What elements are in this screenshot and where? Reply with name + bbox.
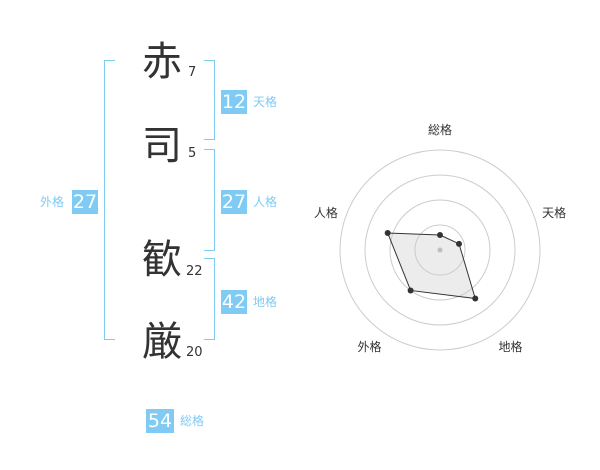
chikaku-value: 42 (221, 290, 247, 314)
tenkaku-bracket (204, 60, 215, 140)
soukaku-value: 54 (146, 409, 174, 433)
radar-point-1 (437, 232, 443, 238)
name-char-2: 司 (142, 123, 182, 169)
radar-ring-2 (389, 199, 491, 301)
radar-point-4 (407, 287, 414, 294)
radar-axis-label-4: 外格 (357, 339, 381, 354)
tenkaku-label: 天格 (253, 95, 278, 109)
radar-polygon (386, 232, 476, 300)
radar-point-5 (384, 230, 391, 237)
jinkaku-bracket (204, 149, 215, 251)
stroke-count-1: 7 (188, 65, 197, 80)
jinkaku-label: 人格 (253, 195, 278, 209)
radar-axis-label-1: 総格 (428, 122, 452, 137)
name-char-3: 歓 (142, 237, 182, 283)
jinkaku-value: 27 (221, 190, 247, 214)
stroke-count-2: 5 (188, 146, 197, 161)
radar-point-2 (456, 240, 463, 247)
gaikaku-label: 外格 (40, 195, 65, 209)
tenkaku-value: 12 (221, 90, 247, 114)
radar-ring-1 (414, 224, 466, 276)
stroke-count-3: 22 (186, 264, 203, 279)
radar-ring-3 (364, 174, 516, 326)
gaikaku-bracket (104, 60, 115, 340)
radar-axis-label-3: 地格 (499, 339, 523, 354)
radar-center (437, 247, 443, 253)
name-char-1: 赤 (142, 39, 182, 85)
stroke-count-4: 20 (186, 345, 203, 360)
radar-ring-4 (339, 149, 541, 351)
soukaku-label: 総格 (180, 414, 205, 428)
radar-point-3 (472, 295, 479, 302)
radar-axis-label-5: 人格 (314, 205, 338, 220)
gaikaku-value: 27 (72, 190, 98, 214)
radar-axis-label-2: 天格 (542, 205, 566, 220)
name-char-4: 厳 (142, 319, 182, 365)
chikaku-bracket (204, 258, 215, 340)
chikaku-label: 地格 (253, 295, 278, 309)
